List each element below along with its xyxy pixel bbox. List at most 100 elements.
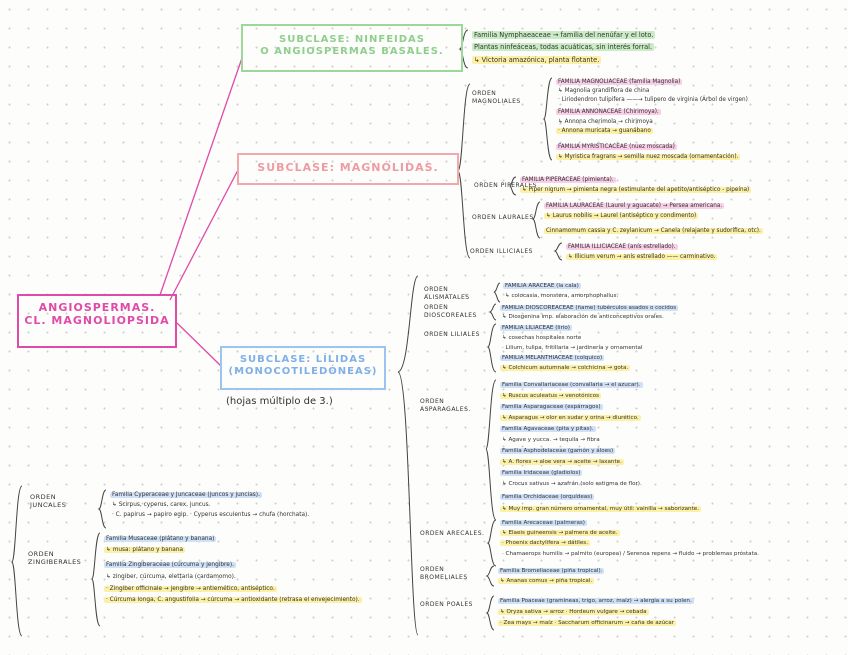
note-line: ↳ Victoria amazónica, planta flotante.: [472, 56, 602, 64]
note-line: ↳ Annona cherimola → chirimoya: [556, 119, 655, 126]
note-line-text: FAMILIA MYRISTICACEAE (nuez moscada): [556, 144, 677, 150]
note-line-text: FAMILIA DIOSCOREACEAE (ñame) tubérculos …: [500, 305, 679, 311]
note-line-text: ↳ Illicium verum → anís estrellado —— ca…: [566, 254, 718, 260]
note-line: ↳ Elaeis guineensis → palmera de aceite.: [500, 530, 620, 537]
brace-lilidas: [397, 275, 419, 636]
connector-root-lilidas: [176, 322, 222, 367]
note-line-text: Familia Zingiberaceae (cúrcuma y jengibr…: [104, 562, 236, 568]
note-line-text: Familia Arecaceae (palmeras): [500, 520, 587, 526]
note-line-text: Cinnamomum cassia y C. zeylanicum → Cane…: [544, 228, 763, 234]
note-line: Familia Agavaceae (pita y pitas).: [500, 426, 596, 433]
subclase-ninfeidas-box: SUBCLASE: NINFEIDAS O ANGIOSPERMAS BASAL…: [241, 24, 463, 72]
note-line: FAMILIA MYRISTICACEAE (nuez moscada): [556, 144, 677, 151]
connector-root-ninfeidas: [159, 57, 243, 296]
note-line-text: · Chamaerops humilis → palmito (europea)…: [502, 551, 759, 557]
note-line: Familia Arecaceae (palmeras): [500, 520, 587, 527]
note-line: · Zingiber officinale → jengibre → antie…: [104, 586, 277, 593]
note-line: ↳ Ruscus aculeatus → venotónicos: [500, 393, 602, 400]
note-line-text: FAMILIA LILIACEAE (lirio): [500, 325, 572, 331]
note-line-text: · Liriodendron tulipifera ——→ tulipero d…: [558, 97, 748, 103]
note-line: Familia Poaceae (gramíneas, trigo, arroz…: [498, 598, 694, 605]
note-line: ↳ Crocus sativus → azafrán (solo estigma…: [500, 481, 644, 488]
root-angiospermas-box: ANGIOSPERMAS. CL. MAGNOLIOPSIDA: [17, 294, 177, 348]
note-line: · Cúrcuma longa, C. angustifolia → cúrcu…: [104, 597, 362, 604]
brace-juncales: [97, 489, 107, 529]
note-line: ↳ Muy imp. gran número ornamental, muy ú…: [500, 506, 702, 513]
note-line: · Liriodendron tulipifera ——→ tulipero d…: [556, 97, 750, 104]
ninfeidas-line2: O ANGIOSPERMAS BASALES.: [260, 45, 444, 57]
hojas-note: (hojas múltiplo de 3.): [226, 396, 333, 407]
note-line-text: ↳ Oryza sativa → arroz · Hordeum vulgare…: [498, 609, 649, 615]
note-line: ↳ A. flores → aloe vera → aceite → laxan…: [500, 459, 624, 466]
note-line-text: Familia Cyperaceae y Juncaceae (juncos y…: [110, 492, 262, 498]
note-line: Familia Nymphaeaceae → familia del nenúf…: [472, 31, 656, 39]
note-line-text: ↳ Muy imp. gran número ornamental, muy ú…: [500, 506, 702, 512]
order-label: ORDEN LAURALES: [472, 214, 534, 221]
note-line-text: ↳ Ananas comus → piña tropical.: [498, 578, 595, 584]
note-line-text: ↳ Laurus nobilis → Laurel (antiséptico y…: [544, 213, 699, 219]
note-line-text: ↳ cosechas hospitales norte: [502, 335, 582, 341]
note-line-text: Familia Asphodelaceae (gamón y áloes): [500, 448, 616, 454]
note-line: ↳ Oryza sativa → arroz · Hordeum vulgare…: [498, 609, 649, 616]
note-line-text: FAMILIA LAURACEAE (Laurel y aguacate) → …: [544, 203, 725, 209]
note-line-text: Familia Musaceae (plátano y banana): [104, 536, 217, 542]
order-label: ORDEN ASPARAGALES.: [420, 398, 471, 413]
order-label: ORDEN DIOSCOREALES: [424, 304, 477, 319]
order-label: ORDEN BROMELIALES: [420, 566, 468, 581]
note-line: FAMILIA ILLICIACEAE (anís estrellado).: [566, 244, 678, 251]
note-line-text: ↳ A. flores → aloe vera → aceite → laxan…: [500, 459, 624, 465]
root-line1: ANGIOSPERMAS.: [38, 301, 156, 314]
note-line: · Annona muricata → guanábano: [556, 128, 653, 135]
connector-root-magnolidas: [169, 169, 239, 301]
brace-left-orders: [10, 485, 23, 637]
note-line-text: Familia Agavaceae (pita y pitas).: [500, 426, 596, 432]
note-line: ↳ cosechas hospitales norte: [500, 335, 583, 342]
note-line-text: Familia Poaceae (gramíneas, trigo, arroz…: [498, 598, 694, 604]
note-line-text: FAMILIA PIPERACEAE (pimienta).: [520, 177, 616, 183]
note-line-text: ↳ Colchicum autumnale → colchicina → got…: [500, 365, 631, 371]
note-line: FAMILIA MELANTHIACEAE (colquico): [500, 355, 605, 362]
note-line: ↳ Laurus nobilis → Laurel (antiséptico y…: [544, 213, 699, 220]
order-label: ORDEN PIPERALES: [474, 182, 537, 189]
note-line-text: · C. papirus → papiro egip. · Cyperus es…: [112, 512, 310, 518]
note-line-text: FAMILIA ILLICIACEAE (anís estrellado).: [566, 244, 678, 250]
note-line-text: ↳ Agave y yucca. → tequila → fibra: [502, 437, 600, 443]
magnolidas-title: SUBCLASE: MAGNÓLIDAS.: [257, 161, 439, 174]
note-line-text: Familia Nymphaeaceae → familia del nenúf…: [472, 31, 656, 39]
note-line-text: Familia Iridaceae (gladiolos): [500, 470, 583, 476]
note-line: Plantas ninfeáceas, todas acuáticas, sin…: [472, 43, 655, 51]
lilidas-line1: SUBCLASE: LÍLIDAS: [239, 354, 367, 365]
note-line-text: · Phoenix dactylifera → dátiles.: [500, 540, 590, 546]
note-line-text: ↳ Piper nigrum → pimienta negra (estimul…: [520, 187, 752, 193]
order-label: ORDEN ARECALES.: [420, 530, 485, 537]
brace-illiciales: [553, 242, 563, 261]
note-line: ↳ colocasia, monstera, amorphophallus.: [503, 293, 620, 300]
note-line: ↳ zingiber, cúrcuma, elettaria (cardamom…: [104, 574, 238, 581]
note-line-text: ↳ Crocus sativus → azafrán (solo estigma…: [502, 481, 642, 487]
note-line: Familia Bromeliaceae (piña tropical).: [498, 568, 605, 575]
note-line: ↳ Illicium verum → anís estrellado —— ca…: [566, 254, 718, 261]
note-line-text: · Cúrcuma longa, C. angustifolia → cúrcu…: [104, 597, 362, 603]
note-line-text: FAMILIA ANNONACEAE (Chirimoya).: [556, 109, 661, 115]
note-line: ↳ Scirpus, cyperus, carex, juncus.: [110, 502, 213, 509]
ninfeidas-line1: SUBCLASE: NINFEIDAS: [279, 34, 425, 45]
note-line: ↳ Ananas comus → piña tropical.: [498, 578, 595, 585]
note-line-text: ↳ Elaeis guineensis → palmera de aceite.: [500, 530, 620, 536]
note-line: FAMILIA MAGNOLIACEAE (familia Magnolia): [556, 79, 683, 86]
note-line: Familia Cyperaceae y Juncaceae (juncos y…: [110, 492, 262, 499]
note-line: Familia Musaceae (plátano y banana): [104, 536, 217, 543]
brace-magnolidas: [457, 83, 471, 259]
note-line-text: Familia Bromeliaceae (piña tropical).: [498, 568, 605, 574]
note-line-text: Familia Convallariaceae (convallaria → e…: [500, 382, 643, 388]
brace-zingiberales: [90, 532, 101, 627]
note-line: FAMILIA ANNONACEAE (Chirimoya).: [556, 109, 661, 116]
brace-liliales: [486, 323, 497, 373]
note-line: FAMILIA PIPERACEAE (pimienta).: [520, 177, 616, 184]
note-line: Familia Iridaceae (gladiolos): [500, 470, 583, 477]
brace-poales: [485, 595, 495, 631]
note-line-text: · Zingiber officinale → jengibre → antie…: [104, 586, 277, 592]
note-line: ↳ Piper nigrum → pimienta negra (estimul…: [520, 187, 752, 194]
note-line-text: Familia Asparagaceae (espárragos): [500, 404, 603, 410]
note-line-text: ↳ Annona cherimola → chirimoya: [558, 119, 653, 125]
note-line-text: ↳ Myristica fragrans → semilla nuez mosc…: [556, 154, 741, 160]
